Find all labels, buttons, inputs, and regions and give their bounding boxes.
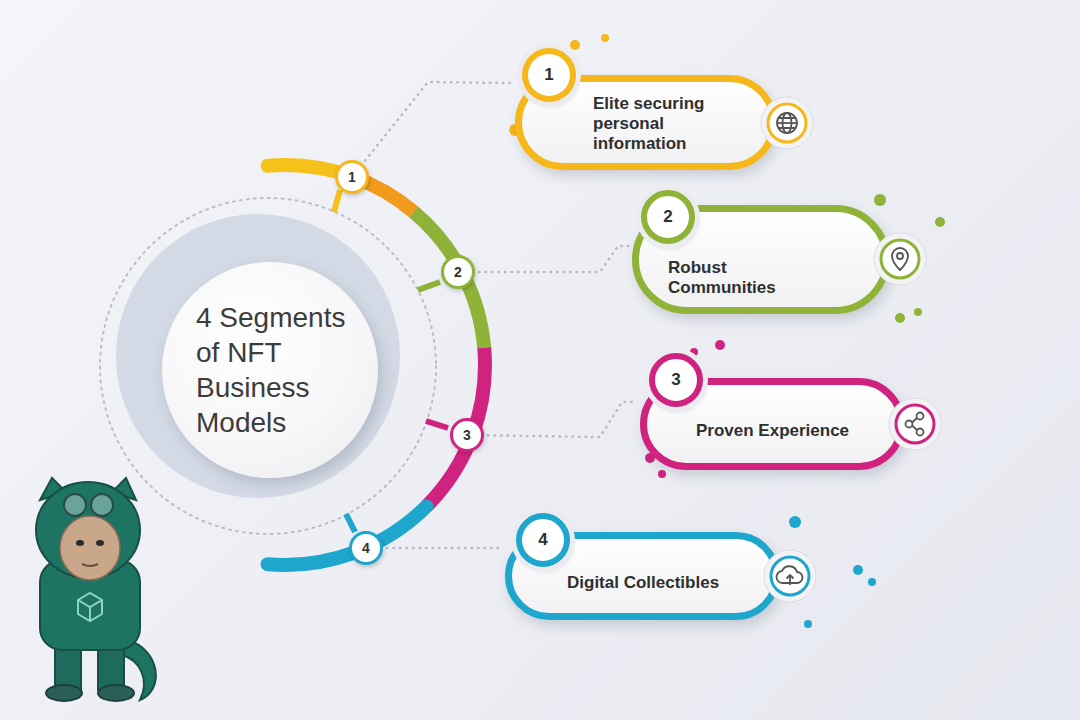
icon-ring xyxy=(764,550,816,602)
mascot-illustration xyxy=(82,564,98,566)
decor-dots xyxy=(690,348,698,356)
segment-text-block: Robust Communities xyxy=(668,258,798,299)
icon-glyph xyxy=(906,421,913,428)
icon-glyph xyxy=(779,118,795,128)
hub-backdrop xyxy=(100,198,436,534)
marker-number: 4 xyxy=(362,540,370,556)
decor-dots xyxy=(658,470,666,478)
leader-line xyxy=(479,246,629,272)
badge-number: 2 xyxy=(663,207,672,227)
segment-icon xyxy=(887,396,943,452)
icon-ring xyxy=(889,398,941,450)
mascot-illustration xyxy=(78,593,102,621)
segment-label: Elite securing personal information xyxy=(593,94,743,155)
marker-number: 1 xyxy=(348,169,356,185)
mascot-illustration xyxy=(98,685,134,701)
decor-dots xyxy=(789,516,801,528)
segment-label: Robust Communities xyxy=(668,258,798,299)
segment-icon xyxy=(759,95,815,151)
segment-ring xyxy=(418,282,440,290)
decor-dots xyxy=(853,565,863,575)
decor-dots xyxy=(601,34,609,42)
mascot-illustration xyxy=(76,540,84,546)
segment-pill: 2Robust Communities xyxy=(632,205,890,314)
icon-glyph xyxy=(892,248,908,270)
icon-disc xyxy=(881,240,919,278)
number-badge: 2 xyxy=(641,190,695,244)
segment-label: Digital Collectibles xyxy=(567,573,739,593)
decor-dots xyxy=(804,620,812,628)
mascot-illustration xyxy=(60,516,120,580)
badge-number: 3 xyxy=(671,370,680,390)
decor-dots xyxy=(935,217,945,227)
icon-ring xyxy=(761,97,813,149)
hub-backdrop xyxy=(116,214,400,498)
segment-marker: 1 xyxy=(335,160,369,194)
decor-dots xyxy=(715,340,725,350)
decor-dots xyxy=(914,308,922,316)
icon-disc xyxy=(896,405,934,443)
icon-glyph xyxy=(897,253,903,259)
leader-line xyxy=(488,402,637,437)
decor-dots xyxy=(570,40,580,50)
icon-disc xyxy=(771,557,809,595)
number-badge: 3 xyxy=(649,353,703,407)
segment-pill: 4Digital Collectibles xyxy=(505,532,780,620)
segment-ring xyxy=(426,421,448,428)
segment-label: Proven Experience xyxy=(696,421,868,441)
icon-glyph xyxy=(917,413,924,420)
segment-text-block: Elite securing personal information xyxy=(593,94,743,155)
decor-dots xyxy=(895,313,905,323)
segment-ring xyxy=(334,190,340,212)
number-badge: 1 xyxy=(522,48,576,102)
icon-glyph xyxy=(777,113,797,133)
mascot-illustration xyxy=(91,494,113,516)
segment-ring xyxy=(414,212,485,348)
segment-pill: 3Proven Experience xyxy=(640,378,905,470)
marker-number: 2 xyxy=(454,264,462,280)
segment-text-block: Digital Collectibles xyxy=(567,573,739,593)
icon-glyph xyxy=(777,122,797,124)
badge-number: 4 xyxy=(538,530,547,550)
mascot-illustration xyxy=(96,540,104,546)
hub-circle: 4 Segments of NFT Business Models xyxy=(162,262,378,478)
icon-glyph xyxy=(917,429,924,436)
marker-number: 3 xyxy=(463,427,471,443)
segment-marker: 2 xyxy=(441,255,475,289)
segment-icon xyxy=(762,548,818,604)
mascot-illustration xyxy=(64,494,86,516)
leader-line xyxy=(387,547,502,550)
hub-backdrop xyxy=(100,198,436,534)
segment-marker: 3 xyxy=(450,418,484,452)
hub-text-block: 4 Segments of NFT Business Models xyxy=(196,300,356,440)
segment-pill: 1Elite securing personal information xyxy=(515,75,777,170)
hub-title: 4 Segments of NFT Business Models xyxy=(196,300,356,440)
segment-marker: 4 xyxy=(349,531,383,565)
segment-text-block: Proven Experience xyxy=(696,421,868,441)
segment-icon xyxy=(872,231,928,287)
mascot-illustration xyxy=(46,685,82,701)
icon-ring xyxy=(874,233,926,285)
number-badge: 4 xyxy=(516,513,570,567)
icon-glyph xyxy=(912,418,917,430)
icon-disc xyxy=(768,104,806,142)
segment-ring xyxy=(346,514,355,532)
decor-dots xyxy=(868,578,876,586)
leader-line xyxy=(365,82,512,161)
segment-ring xyxy=(426,348,485,507)
decor-dots xyxy=(874,194,886,206)
segment-ring xyxy=(268,506,427,565)
mascot-illustration xyxy=(36,478,156,701)
badge-number: 1 xyxy=(544,65,553,85)
icon-glyph xyxy=(787,575,794,585)
